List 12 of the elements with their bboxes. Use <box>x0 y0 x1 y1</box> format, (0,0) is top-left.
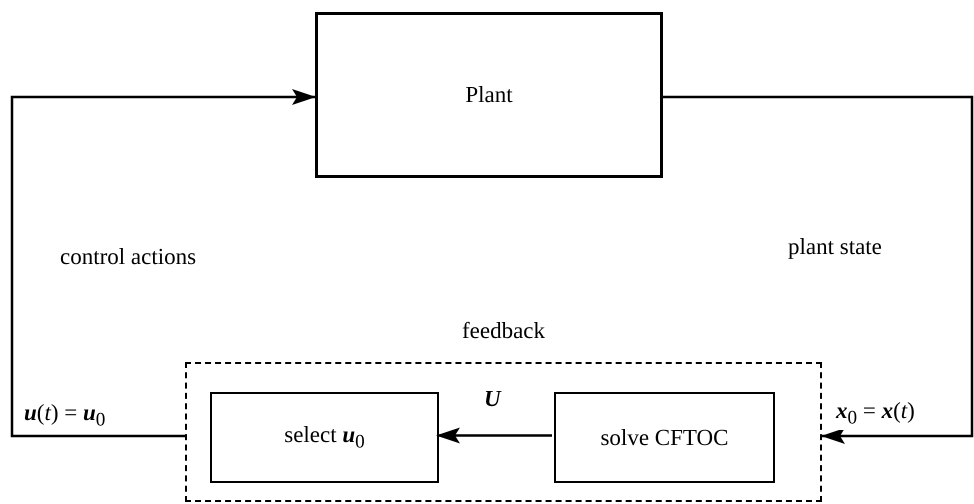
group-heading: feedback <box>462 318 545 344</box>
box-label: select u$_{0}$ <box>284 422 365 454</box>
arrow <box>10 89 316 438</box>
process-box <box>210 392 439 483</box>
arrow <box>436 428 552 444</box>
process-box <box>554 392 775 483</box>
side-note: plant state <box>788 234 882 260</box>
box-label: Plant <box>465 82 513 108</box>
side-note: control actions <box>60 244 196 270</box>
process-box <box>315 12 663 178</box>
arrow <box>663 96 974 444</box>
box-label: solve CFTOC <box>600 424 729 450</box>
